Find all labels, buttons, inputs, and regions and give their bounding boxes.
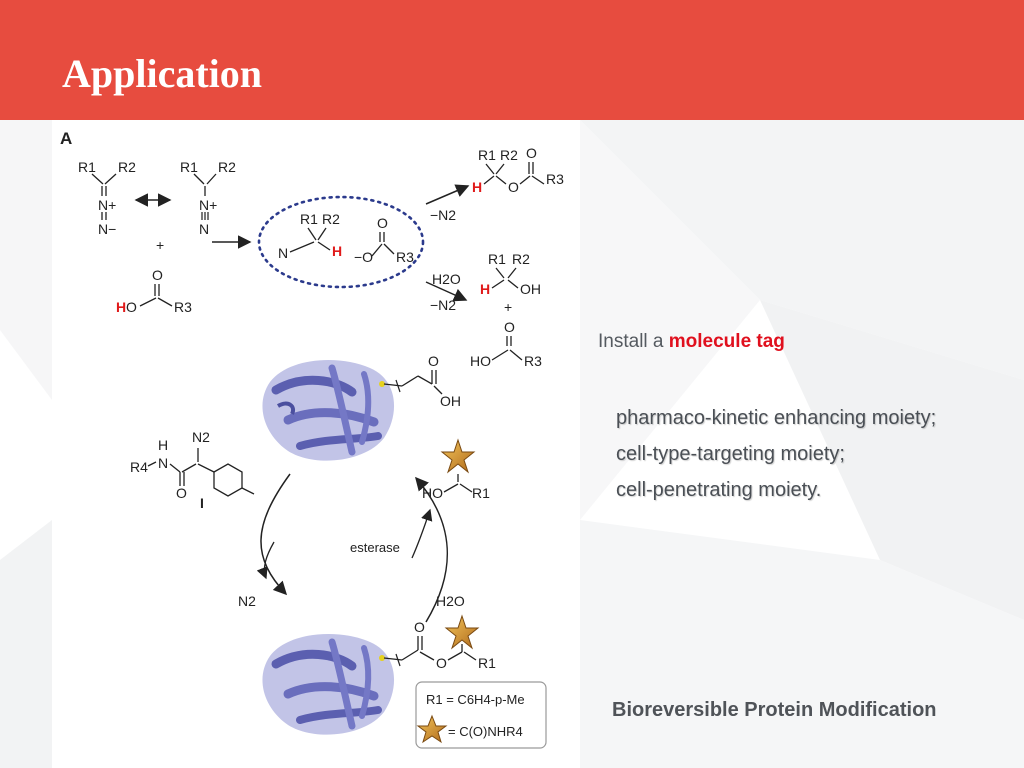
h-label: H: [480, 281, 490, 297]
n-minus-label: N−: [98, 221, 116, 237]
panel-label: A: [60, 129, 72, 148]
n-plus-label: N+: [199, 197, 217, 213]
plus-sign: +: [156, 237, 164, 253]
minus-n2-label: −N2: [430, 207, 456, 223]
install-tag-text: Install a molecule tag: [598, 331, 785, 353]
o-label: O: [428, 353, 439, 369]
protein-structure-top: [262, 359, 403, 461]
n2-label: N2: [238, 593, 256, 609]
minus-n2-label: −N2: [430, 297, 456, 313]
figure-caption: Bioreversible Protein Modification: [612, 699, 937, 721]
o-label: O: [126, 299, 137, 315]
o-label: O: [377, 215, 388, 231]
diazo-reagent: H N R4 O N2 I: [130, 429, 255, 511]
list-item: pharmaco-kinetic enhancing moiety;: [616, 407, 937, 429]
ho-label: HO: [422, 485, 443, 501]
r3-label: R3: [546, 171, 564, 187]
ester-product: R1 R2 H O O R3: [472, 145, 564, 195]
n-label: N: [199, 221, 209, 237]
alcohol-release-arrow: [411, 508, 433, 559]
slide-title: Application: [62, 51, 263, 96]
o-label: O: [176, 485, 187, 501]
o-label: O: [436, 655, 447, 671]
r3-label: R3: [524, 353, 542, 369]
r1-label: R1: [478, 655, 496, 671]
r1-label: R1: [488, 251, 506, 267]
r1-label: R1: [472, 485, 490, 501]
legend-r1-definition: R1 = C6H4-p-Me: [426, 692, 525, 707]
protein-structure-bottom: [262, 633, 403, 735]
n-label: N: [278, 245, 288, 261]
r2-label: R2: [322, 211, 340, 227]
n2-release-arrow: [256, 541, 275, 580]
oh-label: OH: [520, 281, 541, 297]
n-label: N: [158, 455, 168, 471]
ion-pair-circle: [257, 195, 425, 289]
molecule-tag-highlight: molecule tag: [668, 331, 785, 352]
h-label: H: [116, 299, 126, 315]
r3-label: R3: [396, 249, 414, 265]
released-alcohol: HO R1: [422, 438, 490, 501]
star-icon: [416, 714, 448, 744]
r2-label: R2: [500, 147, 518, 163]
o-label: O: [508, 179, 519, 195]
diazo-resonance-left: R1 R2 N+ N−: [78, 159, 136, 237]
oh-label: OH: [440, 393, 461, 409]
reaction-figure: A R1 R2 N+ N− R1 R2 N+ N + O H O R3: [52, 122, 576, 758]
legend-star-definition: = C(O)NHR4: [448, 724, 523, 739]
o-label: O: [414, 619, 425, 635]
o-minus-label: −O: [354, 249, 373, 265]
r1-label: R1: [78, 159, 96, 175]
h-label: H: [332, 243, 342, 259]
moiety-list: pharmaco-kinetic enhancing moiety; cell-…: [616, 400, 936, 508]
diazo-resonance-right: R1 R2 N+ N: [180, 159, 236, 237]
n2-label: N2: [192, 429, 210, 445]
reagent-number-label: I: [200, 495, 204, 511]
list-item: cell-type-targeting moiety;: [616, 443, 845, 465]
acid-product: O HO R3: [470, 319, 542, 369]
esterase-label: esterase: [350, 540, 400, 555]
cycle-arrow-right: [415, 476, 449, 623]
o-label: O: [504, 319, 515, 335]
install-prefix: Install a: [598, 331, 669, 352]
star-icon: [440, 438, 476, 474]
carboxylic-acid: O H O R3: [116, 267, 192, 315]
alcohol-product: R1 R2 H OH: [480, 251, 541, 297]
protein-carboxylate: O OH: [395, 353, 461, 409]
water-label: H2O: [436, 593, 465, 609]
ion-pair: R1 R2 N H O −O R3: [278, 211, 414, 265]
o-label: O: [526, 145, 537, 161]
ho-label: HO: [470, 353, 491, 369]
r2-label: R2: [512, 251, 530, 267]
r4-label: R4: [130, 459, 148, 475]
h-label: H: [472, 179, 482, 195]
r1-label: R1: [180, 159, 198, 175]
r2-label: R2: [118, 159, 136, 175]
n-plus-label: N+: [98, 197, 116, 213]
r1-label: R1: [300, 211, 318, 227]
protein-ester: O O R1: [395, 614, 496, 671]
list-item: cell-penetrating moiety.: [616, 479, 822, 501]
o-label: O: [152, 267, 163, 283]
ester-arrow: [425, 184, 470, 205]
title-bar: [0, 0, 1024, 120]
h-label: H: [158, 437, 168, 453]
r2-label: R2: [218, 159, 236, 175]
star-icon: [444, 614, 480, 650]
plus-sign: +: [504, 299, 512, 315]
r1-label: R1: [478, 147, 496, 163]
alcohol-arrow: [425, 281, 468, 302]
substituent-legend: R1 = C6H4-p-Me = C(O)NHR4: [415, 681, 547, 749]
water-label: H2O: [432, 271, 461, 287]
r3-label: R3: [174, 299, 192, 315]
cycle-arrow-left: [260, 473, 291, 596]
